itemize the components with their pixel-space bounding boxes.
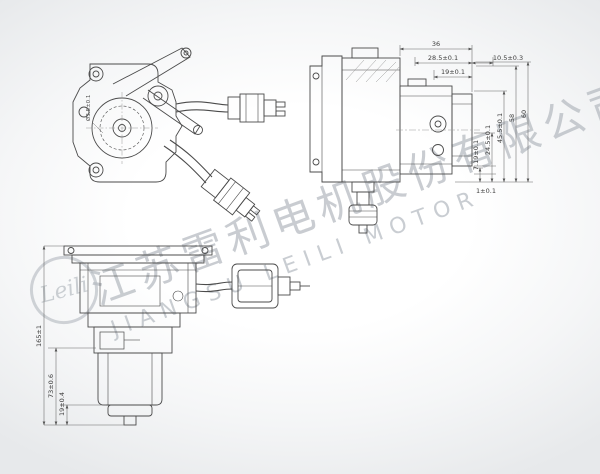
- mount-hole-bottom: [92, 166, 100, 174]
- hatching: [345, 59, 401, 83]
- side-view: [309, 47, 480, 234]
- dim-right-2: 24.5±0.1: [484, 125, 492, 155]
- motor-body: [97, 352, 163, 406]
- upper-body: [79, 262, 197, 314]
- connector-pin: [275, 101, 286, 108]
- valve-neck: [351, 181, 375, 193]
- bracket-hole: [67, 247, 75, 254]
- bracket-hole: [312, 72, 320, 80]
- idler-gear: [147, 85, 169, 107]
- dim-1: 1±0.1: [476, 187, 496, 195]
- dim-right-5: 60: [520, 110, 528, 118]
- body-hole: [172, 290, 184, 302]
- top-boss: [351, 47, 379, 59]
- connector-top: [227, 93, 286, 123]
- wire-down-1: [169, 139, 213, 178]
- mount-ear-bottom: [88, 162, 104, 178]
- connector-pin: [275, 110, 286, 117]
- dim-19-4: 19±0.4: [58, 392, 66, 416]
- connector-pin: [249, 205, 261, 216]
- front-view: Ø3.5±0.1: [72, 47, 286, 222]
- body-panel: [99, 275, 161, 307]
- dim-73: 73±0.6: [47, 374, 55, 398]
- wire-top-2: [175, 109, 229, 113]
- mount-hole-top: [92, 70, 100, 78]
- bracket-hole: [201, 247, 209, 254]
- terminal-circle-small: [432, 144, 444, 156]
- bottom-view-dimensions: 165±1 73±0.6 19±0.4: [35, 245, 130, 426]
- link-end: [193, 125, 203, 135]
- dim-36: 36: [432, 40, 440, 48]
- wire-1: [195, 281, 233, 286]
- lever-pivot: [180, 47, 192, 59]
- idler-hub: [153, 91, 163, 101]
- dim-right-1: 7.19±0.1: [472, 140, 480, 170]
- dim-165: 165±1: [35, 325, 43, 347]
- dim-right-4: 58: [508, 114, 516, 122]
- dim-28-5: 28.5±0.1: [428, 54, 458, 62]
- wire-2: [195, 288, 233, 293]
- link-arm: [142, 89, 201, 135]
- shaft-tip: [123, 415, 137, 426]
- end-cap: [107, 404, 153, 417]
- gearbox-housing-outline: [72, 63, 183, 183]
- dim-19: 19±0.1: [441, 68, 465, 76]
- dim-right-3: 45.5±0.1: [496, 113, 504, 143]
- wire-down-2: [163, 145, 207, 184]
- can-tab: [407, 78, 427, 87]
- centerlines: [86, 92, 158, 164]
- wire-top-1: [175, 101, 229, 106]
- mid-window: [99, 331, 125, 350]
- valve-knob: [348, 204, 378, 226]
- connector-pin: [244, 211, 256, 222]
- lever-pivot-hole: [183, 50, 189, 56]
- leader-line: [91, 121, 104, 134]
- connector-lower: [200, 168, 261, 222]
- front-shaft-dim: Ø3.5±0.1: [85, 95, 92, 121]
- bottom-view: [63, 245, 310, 426]
- bracket-plate: [309, 55, 343, 183]
- terminal-circle-large: [429, 115, 447, 133]
- bracket-hole: [312, 158, 320, 166]
- connector-pin: [289, 281, 301, 291]
- mount-ear-top: [88, 66, 104, 82]
- valve-tip: [358, 224, 368, 234]
- dim-10-5: 10.5±0.3: [493, 54, 523, 62]
- connector-detail: [231, 263, 310, 309]
- step-section: [87, 312, 181, 328]
- mount-bracket: [63, 245, 213, 256]
- side-view-dimensions: 36 28.5±0.1 10.5±0.3 19±0.1 7.19±0.1 24.…: [399, 40, 533, 195]
- small-boss: [78, 106, 90, 118]
- lever-arm: [112, 47, 191, 97]
